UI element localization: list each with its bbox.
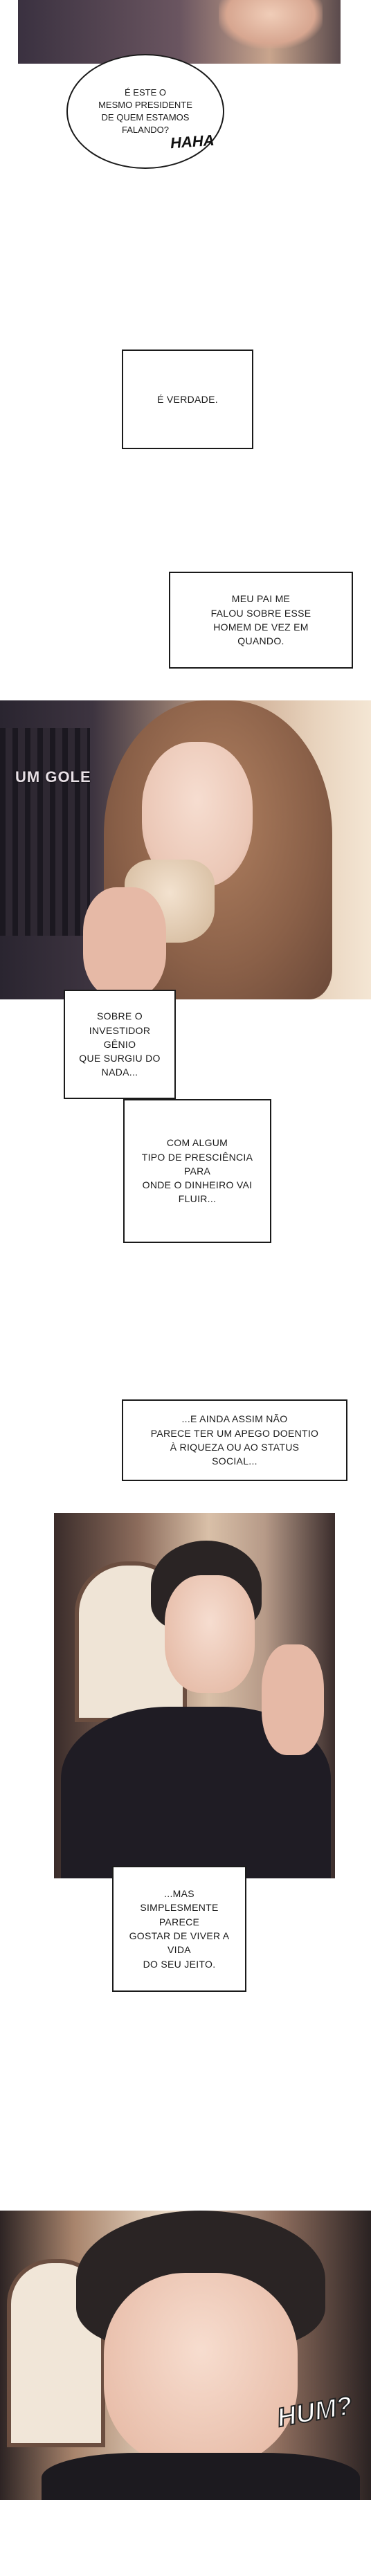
narration-text: COM ALGUM TIPO DE PRESCIÊNCIA PARA ONDE … xyxy=(141,1137,253,1205)
man-hand xyxy=(262,1644,324,1755)
woman-hand xyxy=(83,887,166,998)
narration-box-6: ...MAS SIMPLESMENTE PARECE GOSTAR DE VIV… xyxy=(112,1866,246,1992)
shelf-bottles xyxy=(0,728,90,936)
narration-box-4: COM ALGUM TIPO DE PRESCIÊNCIA PARA ONDE … xyxy=(123,1099,271,1243)
man-face xyxy=(165,1575,255,1693)
narration-box-5: ...E AINDA ASSIM NÃO PARECE TER UM APEGO… xyxy=(122,1399,347,1481)
narration-text: ...MAS SIMPLESMENTE PARECE GOSTAR DE VIV… xyxy=(129,1888,230,1970)
speech-text: É ESTE O MESMO PRESIDENTE DE QUEM ESTAMO… xyxy=(98,87,192,136)
narration-box-1: É VERDADE. xyxy=(122,350,253,449)
narration-text: SOBRE O INVESTIDOR GÊNIO QUE SURGIU DO N… xyxy=(79,1010,161,1078)
speech-bubble-president: É ESTE O MESMO PRESIDENTE DE QUEM ESTAMO… xyxy=(66,54,224,169)
sfx-sip: UM GOLE xyxy=(15,768,91,786)
man-shirt xyxy=(42,2453,360,2500)
man-face xyxy=(104,2273,298,2467)
narration-text: É VERDADE. xyxy=(157,393,218,405)
narration-text: ...E AINDA ASSIM NÃO PARECE TER UM APEGO… xyxy=(150,1413,319,1467)
narration-text: MEU PAI ME FALOU SOBRE ESSE HOMEM DE VEZ… xyxy=(210,593,311,647)
narration-box-2: MEU PAI ME FALOU SOBRE ESSE HOMEM DE VEZ… xyxy=(169,572,353,669)
top-partial-panel xyxy=(18,0,341,64)
panel-man-smiling: HUM? xyxy=(0,2211,371,2500)
hand-detail xyxy=(219,0,323,48)
panel-man-talking xyxy=(54,1513,335,1878)
narration-box-3: SOBRE O INVESTIDOR GÊNIO QUE SURGIU DO N… xyxy=(64,990,176,1099)
panel-woman-drinking: UM GOLE xyxy=(0,700,371,999)
sfx-laugh: HAHA xyxy=(170,131,215,152)
